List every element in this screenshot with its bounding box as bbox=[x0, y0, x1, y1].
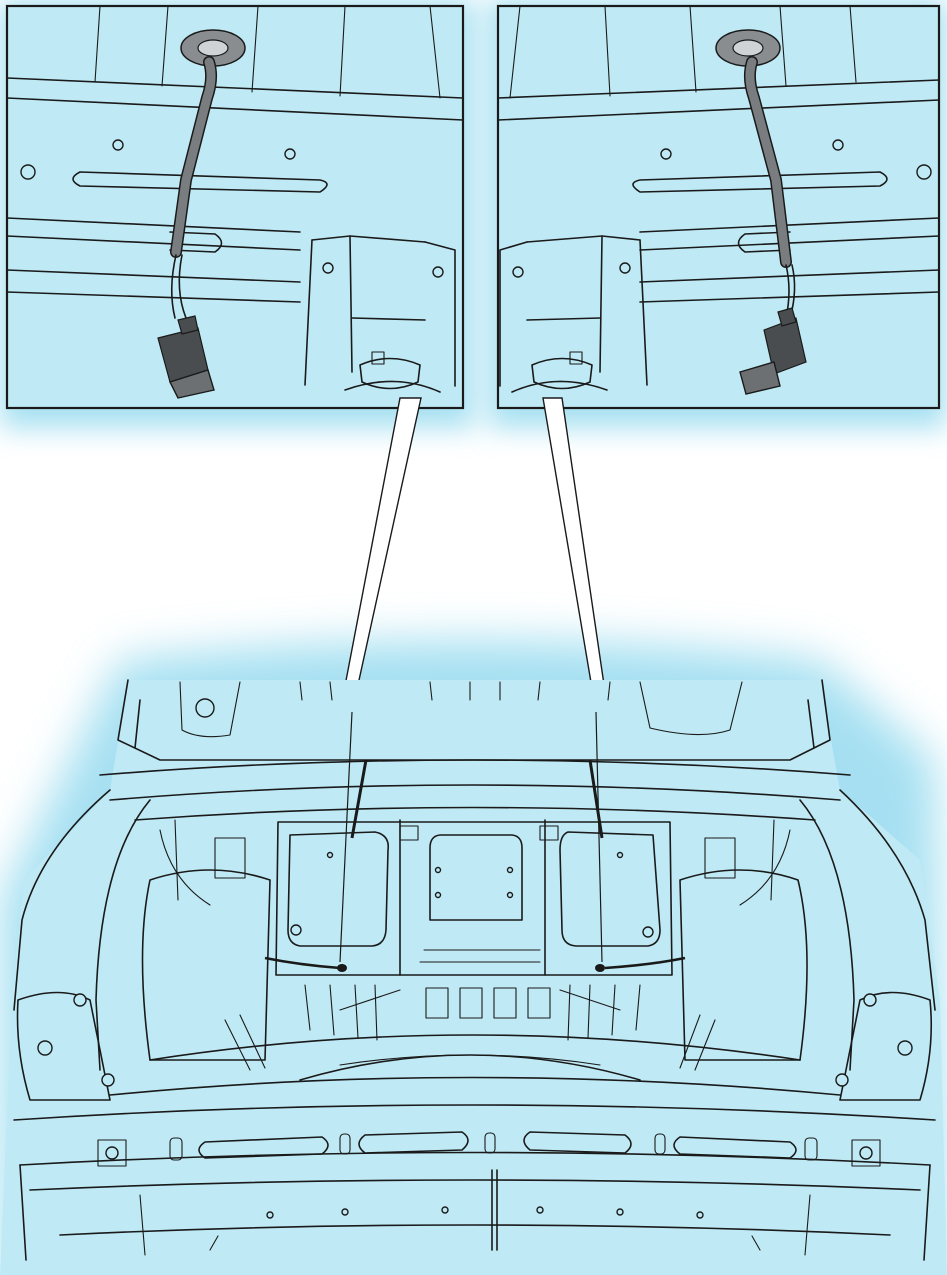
trunk-illustration bbox=[0, 679, 947, 1275]
left-detail-panel bbox=[5, 4, 465, 410]
right-detail-panel bbox=[496, 4, 941, 410]
